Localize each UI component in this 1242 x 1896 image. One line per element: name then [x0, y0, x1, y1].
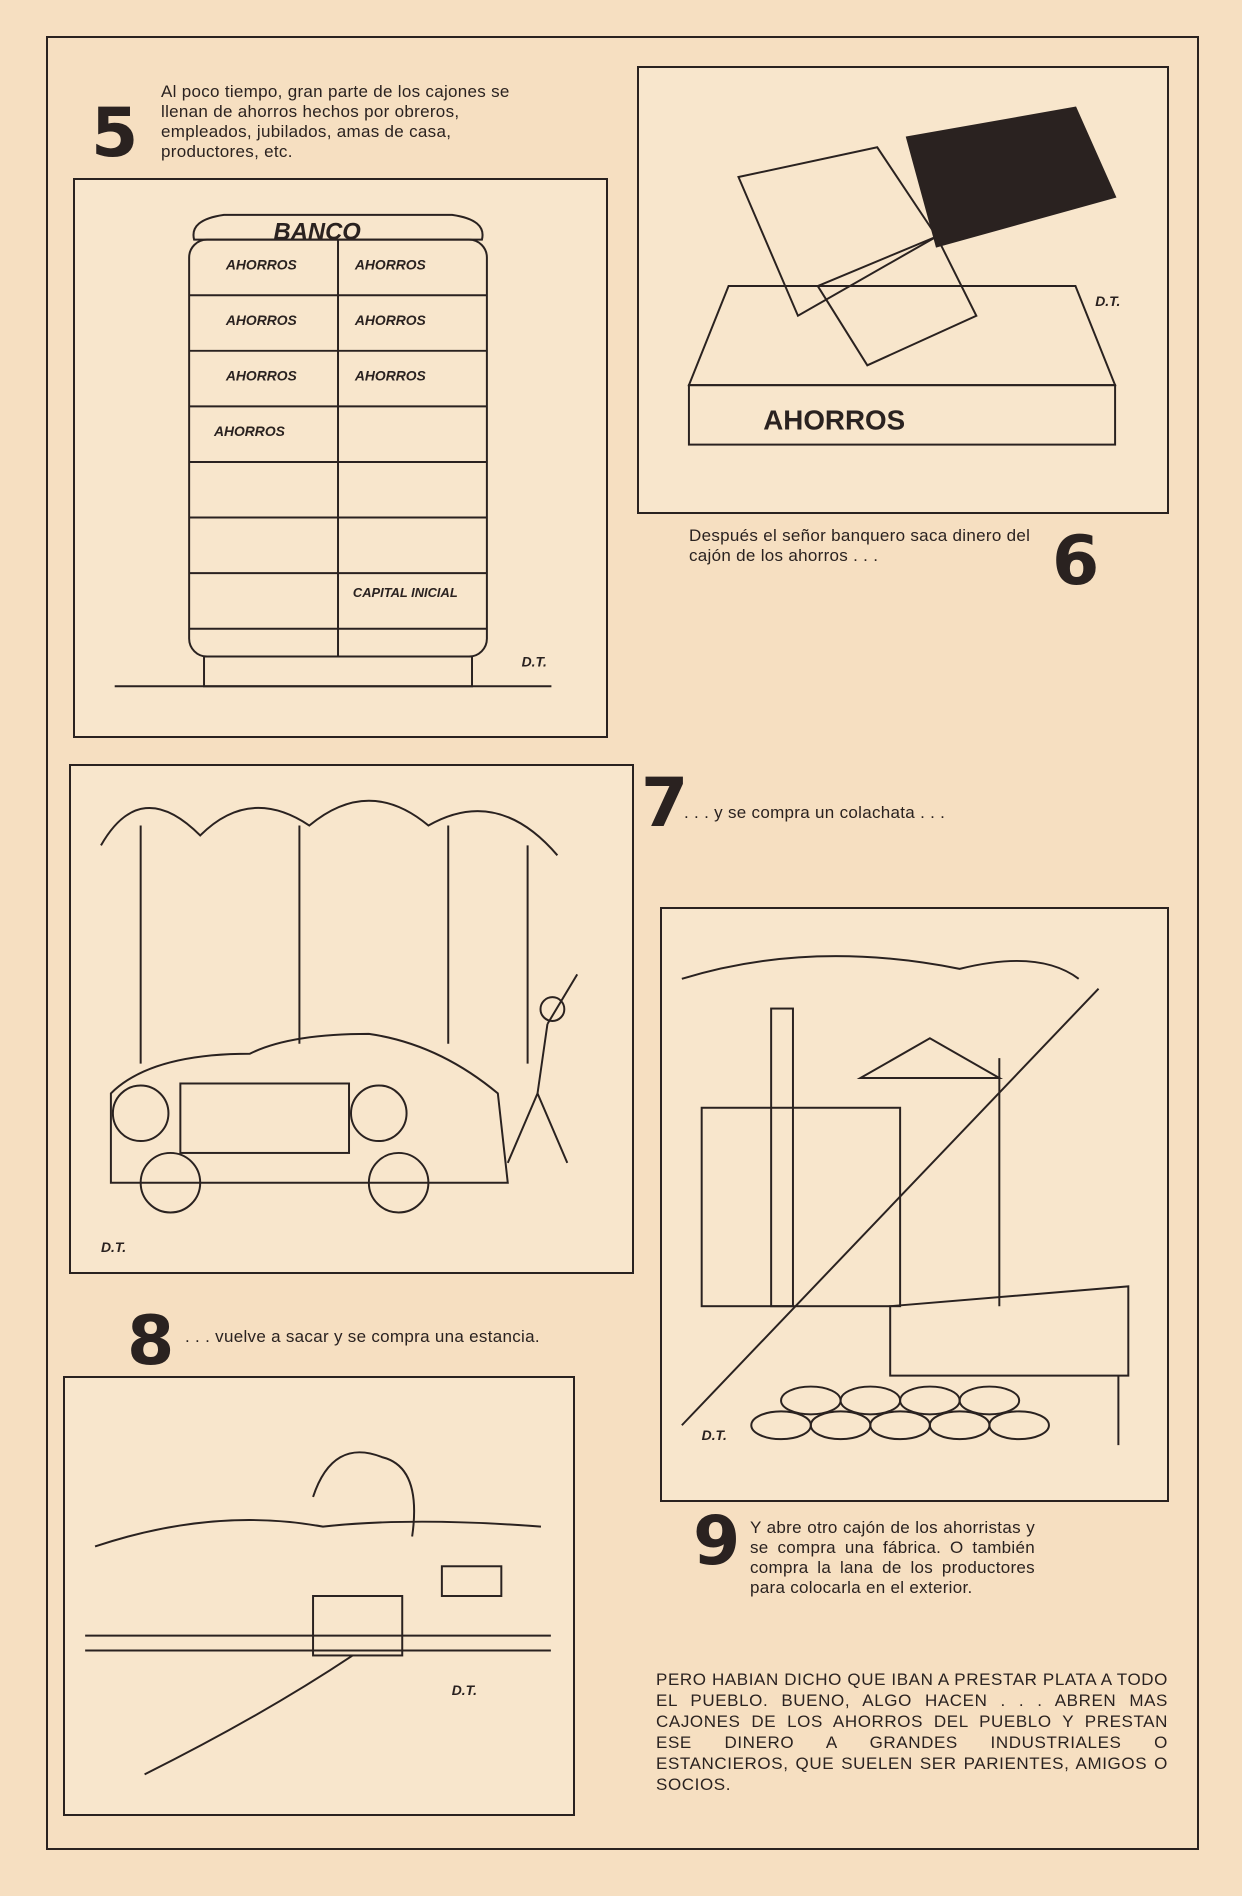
panel-6-number: 6: [1052, 522, 1100, 601]
panel-5-illustration: BANCO D.T. AHORROS AHORROS AHORROS AHORR…: [73, 178, 608, 738]
bank-sign: BANCO: [274, 219, 362, 246]
closing-text: PERO HABIAN DICHO QUE IBAN A PRESTAR PLA…: [656, 1670, 1168, 1794]
svg-text:AHORROS: AHORROS: [354, 256, 427, 272]
ahorros-box-label: AHORROS: [763, 405, 905, 436]
svg-text:D.T.: D.T.: [702, 1427, 727, 1443]
svg-text:AHORROS: AHORROS: [225, 312, 298, 328]
panel-8-number: 8: [127, 1302, 175, 1381]
svg-text:AHORROS: AHORROS: [354, 312, 427, 328]
page-border: [46, 36, 1199, 1850]
svg-text:D.T.: D.T.: [1095, 293, 1120, 309]
svg-text:AHORROS: AHORROS: [225, 256, 298, 272]
panel-6-illustration: AHORROS D.T.: [637, 66, 1169, 514]
panel-5-number: 5: [91, 94, 139, 173]
panel-8-illustration: D.T.: [63, 1376, 575, 1816]
panel-9-caption: Y abre otro cajón de los ahorristas y se…: [750, 1518, 1035, 1597]
svg-text:CAPITAL INICIAL: CAPITAL INICIAL: [353, 585, 458, 600]
panel-5-caption: Al poco tiempo, gran parte de los cajone…: [161, 82, 510, 161]
svg-text:D.T.: D.T.: [522, 653, 547, 669]
panel-9-illustration: D.T.: [660, 907, 1169, 1502]
svg-text:D.T.: D.T.: [452, 1682, 477, 1698]
panel-9-number: 9: [693, 1502, 741, 1581]
svg-text:AHORROS: AHORROS: [225, 368, 298, 384]
panel-7-illustration: D.T.: [69, 764, 634, 1274]
panel-7-number: 7: [641, 764, 689, 843]
panel-8-caption: . . . vuelve a sacar y se compra una est…: [185, 1327, 540, 1346]
svg-text:D.T.: D.T.: [101, 1239, 126, 1255]
svg-text:AHORROS: AHORROS: [213, 423, 286, 439]
panel-7-caption: . . . y se compra un colachata . . .: [684, 803, 946, 822]
svg-text:AHORROS: AHORROS: [354, 368, 427, 384]
panel-6-caption: Después el señor banquero saca dinero de…: [689, 526, 1031, 565]
